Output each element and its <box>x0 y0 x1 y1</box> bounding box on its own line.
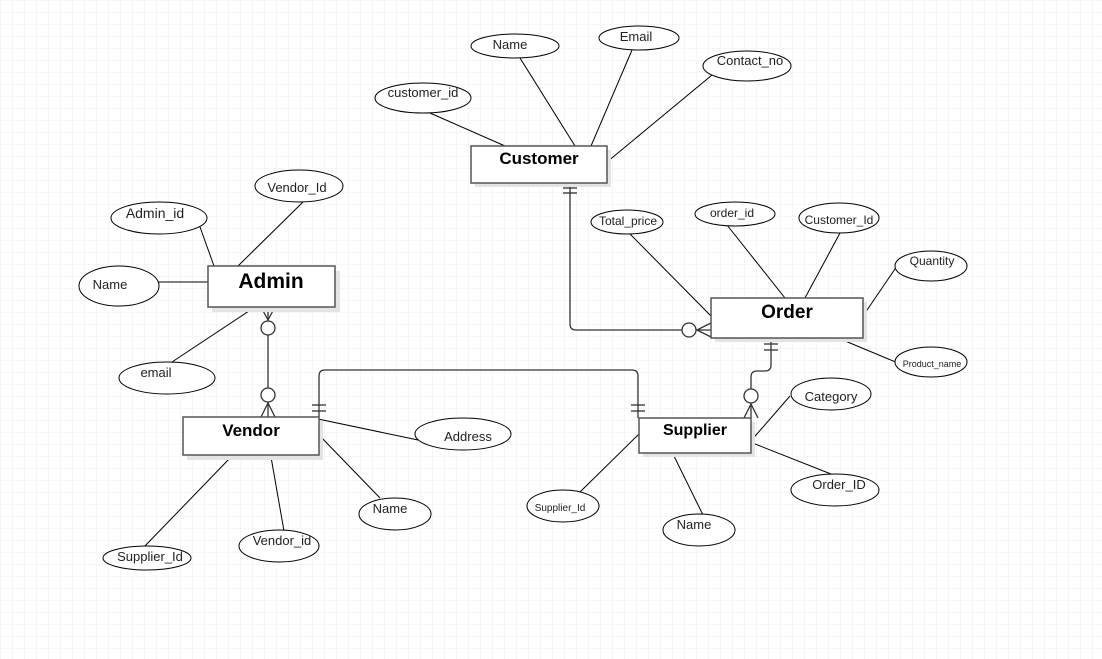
connector-order-total-price <box>629 233 712 317</box>
svg-text:Category: Category <box>805 389 858 404</box>
connector-customer-email <box>590 49 633 147</box>
connector-order-id <box>726 224 786 299</box>
connector-vendor-supplier-id <box>142 456 232 549</box>
relationship-customer-order <box>569 183 711 331</box>
crow-foot <box>696 322 712 331</box>
svg-text:Admin: Admin <box>238 270 303 293</box>
attribute-customer-name[interactable]: Name <box>470 33 560 59</box>
crow-foot <box>260 402 269 418</box>
relationships <box>260 183 778 419</box>
svg-text:Vendor_id: Vendor_id <box>253 533 312 548</box>
svg-text:Admin_id: Admin_id <box>126 205 184 221</box>
entity-vendor[interactable]: Vendor <box>182 416 323 460</box>
connector-vendor-id <box>270 456 285 532</box>
attribute-vendor-name[interactable]: Name <box>358 497 432 531</box>
svg-text:Supplier_Id: Supplier_Id <box>117 549 183 564</box>
attribute-supplier-category[interactable]: Category <box>790 377 872 411</box>
connector-order-quantity <box>862 265 898 317</box>
attribute-order-total-price[interactable]: Total_price <box>590 209 664 235</box>
svg-text:Supplier: Supplier <box>663 422 727 439</box>
svg-text:Vendor_Id: Vendor_Id <box>267 180 326 195</box>
attribute-supplier-name[interactable]: Name <box>662 513 736 547</box>
connector-order-customer-id <box>804 232 841 299</box>
svg-text:customer_id: customer_id <box>388 85 459 100</box>
svg-text:Name: Name <box>493 37 528 52</box>
svg-text:Product_name: Product_name <box>903 359 962 369</box>
attribute-admin-email[interactable]: email <box>118 361 216 395</box>
connector-admin-id <box>199 226 215 267</box>
connector-customer-id <box>429 112 506 147</box>
zero-circle <box>681 322 697 338</box>
connector-order-product-name <box>837 337 899 364</box>
svg-text:email: email <box>140 365 171 380</box>
attribute-order-customer-id[interactable]: Customer_Id <box>798 202 880 234</box>
svg-text:Order: Order <box>761 302 813 323</box>
crow-foot <box>750 403 759 419</box>
connector-customer-contact <box>606 74 713 163</box>
connector-supplier-id <box>579 432 641 493</box>
attribute-admin-id[interactable]: Admin_id <box>110 201 208 235</box>
attribute-order-product-name[interactable]: Product_name <box>894 346 968 378</box>
crow-foot <box>267 402 276 418</box>
connector-supplier-category <box>749 395 791 443</box>
svg-text:Total_price: Total_price <box>599 214 657 228</box>
crow-foot <box>743 403 752 419</box>
entity-admin[interactable]: Admin <box>207 265 340 312</box>
svg-text:Order_ID: Order_ID <box>812 477 865 492</box>
svg-text:Customer_Id: Customer_Id <box>805 213 874 227</box>
connector-supplier-name <box>671 451 704 516</box>
attribute-connectors <box>142 49 899 549</box>
connector-vendor-name <box>317 433 381 499</box>
entities: Customer Order Admin Vendor Supplier <box>182 145 867 460</box>
attributes: Name Email Contact_no customer_id Total_… <box>78 25 968 571</box>
zero-circle <box>260 320 276 336</box>
entity-customer[interactable]: Customer <box>470 145 611 187</box>
connector-vendor-address <box>317 418 419 441</box>
attribute-admin-name[interactable]: Name <box>78 265 160 307</box>
connector-supplier-order-id <box>749 441 832 475</box>
attribute-supplier-order-id[interactable]: Order_ID <box>790 473 880 507</box>
attribute-customer-id[interactable]: customer_id <box>374 82 472 114</box>
attribute-order-id[interactable]: order_id <box>694 201 776 227</box>
attribute-customer-contact-no[interactable]: Contact_no <box>702 50 792 82</box>
attribute-vendor-id[interactable]: Vendor_id <box>238 529 320 563</box>
svg-text:Supplier_Id: Supplier_Id <box>535 503 586 514</box>
entity-supplier[interactable]: Supplier <box>638 417 755 457</box>
relationship-vendor-supplier <box>318 369 639 418</box>
entity-order[interactable]: Order <box>710 297 867 342</box>
svg-text:order_id: order_id <box>710 206 754 220</box>
svg-text:Name: Name <box>677 517 712 532</box>
relationship-order-supplier <box>750 338 772 418</box>
connector-admin-email <box>171 306 256 363</box>
svg-text:Name: Name <box>93 277 128 292</box>
attribute-supplier-id[interactable]: Supplier_Id <box>526 489 600 523</box>
zero-circle <box>260 387 276 403</box>
attribute-order-quantity[interactable]: Quantity <box>894 250 968 282</box>
svg-text:Quantity: Quantity <box>910 254 955 268</box>
attribute-customer-email[interactable]: Email <box>598 25 680 51</box>
attribute-vendor-supplier-id[interactable]: Supplier_Id <box>102 545 192 571</box>
svg-text:Address: Address <box>444 429 492 444</box>
zero-circle <box>743 388 759 404</box>
connector-admin-vendor-id <box>237 201 304 267</box>
crow-foot <box>696 329 712 338</box>
svg-text:Contact_no: Contact_no <box>717 53 784 68</box>
attribute-vendor-address[interactable]: Address <box>414 417 512 451</box>
connector-customer-name <box>519 57 576 147</box>
svg-text:Name: Name <box>373 501 408 516</box>
svg-text:Vendor: Vendor <box>222 421 280 440</box>
attribute-admin-vendor-id[interactable]: Vendor_Id <box>254 169 344 203</box>
svg-text:Email: Email <box>620 29 653 44</box>
svg-text:Customer: Customer <box>499 149 579 168</box>
